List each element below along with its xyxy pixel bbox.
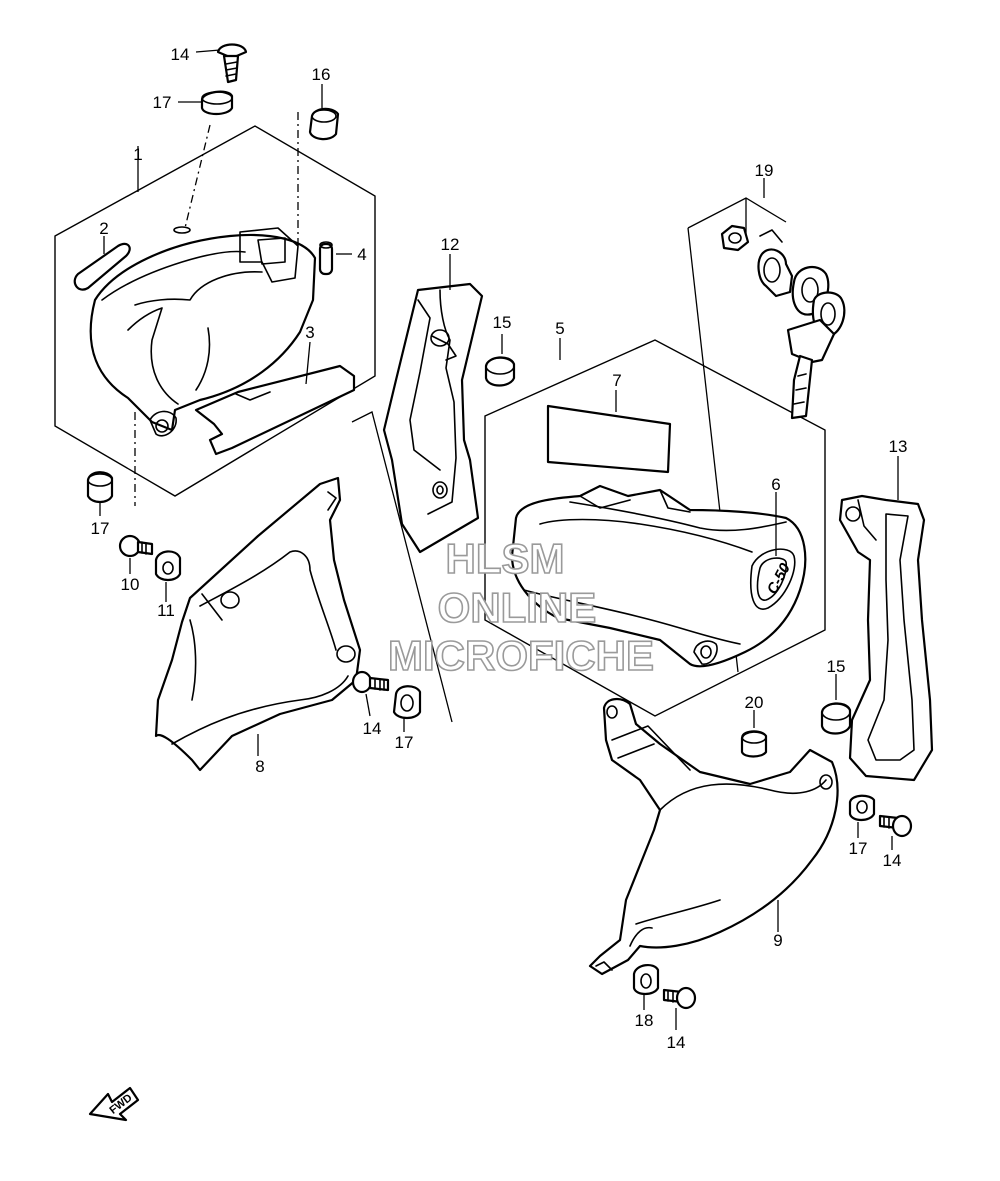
callout-4: 4: [357, 245, 366, 264]
callout-15-center: 15: [493, 313, 512, 332]
callout-14-right: 14: [883, 851, 902, 870]
watermark-line-2: ONLINE: [438, 584, 597, 631]
grommet-top[interactable]: [200, 90, 234, 116]
watermark: HLSM ONLINE MICROFICHE: [387, 534, 655, 680]
frame-cover-left[interactable]: [89, 226, 317, 437]
side-panel-lower-right[interactable]: [588, 698, 839, 976]
callout-14-bottom: 14: [667, 1033, 686, 1052]
callout-17-left: 17: [91, 519, 110, 538]
assembly-outline-12: [351, 411, 453, 723]
screw-mid-left[interactable]: [351, 670, 390, 694]
grommet-15-right[interactable]: [820, 702, 852, 735]
callout-17-right: 17: [849, 839, 868, 858]
screw-bottom[interactable]: [662, 986, 697, 1010]
leader-lines: [99, 49, 899, 1030]
bolt-10[interactable]: [118, 534, 154, 558]
bracket-13[interactable]: [838, 494, 934, 782]
collar-18[interactable]: [632, 964, 660, 996]
callout-6: 6: [771, 475, 780, 494]
callout-16: 16: [312, 65, 331, 84]
callout-11: 11: [157, 601, 175, 620]
callout-13: 13: [889, 437, 908, 456]
callout-7: 7: [612, 371, 621, 390]
watermark-line-3: MICROFICHE: [388, 632, 654, 679]
callout-1: 1: [133, 145, 142, 164]
rubber-strip[interactable]: [73, 242, 131, 291]
callout-12: 12: [441, 235, 460, 254]
callout-3: 3: [305, 323, 314, 342]
screw-right[interactable]: [878, 814, 913, 838]
callout-18: 18: [635, 1011, 654, 1030]
side-panel-lower-left[interactable]: [154, 476, 362, 772]
grommet-20[interactable]: [740, 730, 768, 758]
callout-19: 19: [755, 161, 774, 180]
assembly-outline-5: [484, 339, 826, 717]
callout-14-top: 14: [171, 45, 190, 64]
callout-14-mid: 14: [363, 719, 382, 738]
grommet-17-left[interactable]: [86, 471, 114, 504]
dash-line-screw: [184, 124, 211, 229]
callout-2: 2: [99, 219, 108, 238]
lock-set[interactable]: [720, 224, 846, 420]
bracket-12[interactable]: [382, 282, 484, 554]
callouts: 14 17 16 1 2 4 3 17 10 11 8 14 17 12 15 …: [91, 45, 908, 1052]
callout-17-top: 17: [153, 93, 172, 112]
callout-10: 10: [121, 575, 140, 594]
grommet-17-right[interactable]: [848, 794, 876, 822]
grommet-17-mid[interactable]: [392, 685, 422, 720]
pin[interactable]: [318, 241, 334, 276]
callout-20: 20: [745, 693, 764, 712]
grommet-16[interactable]: [308, 107, 340, 141]
callout-5: 5: [555, 319, 564, 338]
callout-15-right: 15: [827, 657, 846, 676]
callout-9: 9: [773, 931, 782, 950]
label-sticker[interactable]: [546, 404, 672, 474]
bracket-plate[interactable]: [194, 364, 356, 456]
side-cover-right[interactable]: C-50: [510, 484, 807, 668]
assembly-outline-1: [54, 125, 376, 497]
screw-top[interactable]: [216, 43, 248, 84]
forward-arrow-icon: FWD: [88, 1086, 140, 1122]
grommet-15-center[interactable]: [484, 356, 516, 387]
callout-8: 8: [255, 757, 264, 776]
callout-17-mid: 17: [395, 733, 414, 752]
collar-11[interactable]: [154, 550, 182, 582]
watermark-line-1: HLSM: [446, 535, 565, 582]
